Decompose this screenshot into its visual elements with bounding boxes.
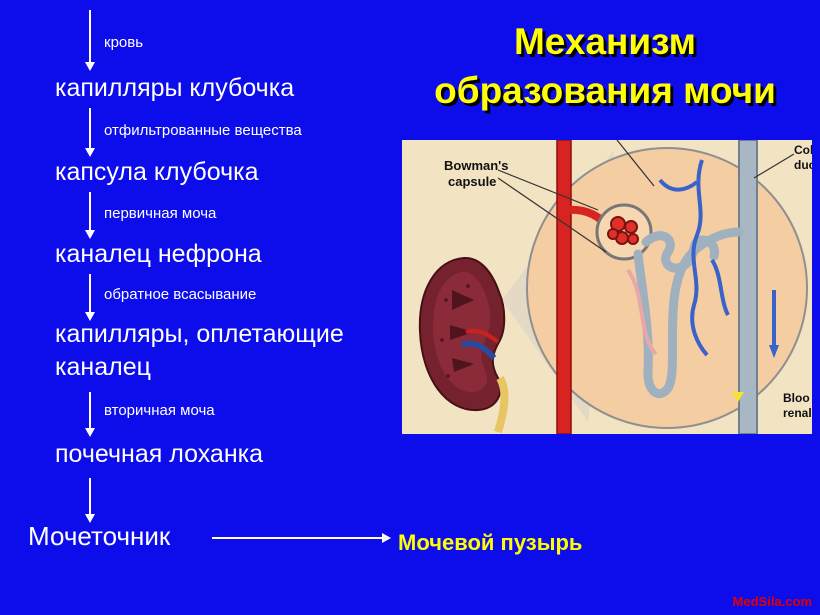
slide-title-line1: Механизм: [513, 21, 696, 62]
flow-arrow-label-filtered-substances: отфильтрованные вещества: [104, 122, 302, 139]
watermark: MedSila.com: [732, 594, 812, 609]
flow-node-ureter: Мочеточник: [28, 521, 171, 551]
flow-arrow-label-blood: кровь: [104, 34, 144, 51]
nephron-diagram-panel: Bowman's capsule Col duc Bloo renal: [402, 140, 812, 434]
collecting-duct: [738, 140, 758, 434]
kidney-illustration: [418, 256, 509, 434]
blood-renal-label-line2: renal: [783, 406, 812, 420]
blue-arrow-icon: [769, 345, 779, 358]
flow-node-bladder: Мочевой пузырь: [398, 530, 583, 555]
arrow-down-icon: [85, 478, 95, 523]
flow-node-glomerular-capillaries: капилляры клубочка: [55, 74, 295, 102]
flow-arrow-label-primary-urine: первичная моча: [104, 205, 217, 222]
arrow-down-icon: [85, 10, 95, 71]
nephron-diagram: Bowman's capsule Col duc Bloo renal: [402, 140, 812, 434]
nephron-tubule-illustration: [633, 227, 744, 398]
arrow-down-icon: [85, 274, 95, 321]
flow-node-renal-pelvis: почечная лоханка: [55, 440, 264, 468]
slide-title-line2: образования мочи: [434, 69, 776, 111]
bowmans-capsule-label-line1: Bowman's: [444, 158, 509, 173]
arrow-down-icon: [85, 392, 95, 437]
flow-arrow-label-reabsorption: обратное всасывание: [104, 286, 257, 303]
collecting-duct-label-line1: Col: [794, 143, 812, 157]
blood-renal-label-line1: Bloo: [783, 391, 810, 405]
arrow-down-icon: [85, 192, 95, 239]
flow-node-nephron-tubule: каналец нефрона: [55, 240, 262, 268]
pointer-lines: [497, 140, 795, 253]
bowmans-capsule-illustration: [595, 203, 653, 261]
bowmans-capsule-label-line2: capsule: [448, 174, 496, 189]
yellow-arrow-icon: [732, 392, 744, 402]
collecting-duct-label-line2: duc: [794, 158, 812, 172]
flow-node-peritubular-capillaries: капилляры, оплетающие каналец: [55, 320, 344, 381]
flow-arrow-label-secondary-urine: вторичная моча: [104, 402, 215, 419]
slide-title: Механизм образования мочи: [395, 18, 815, 116]
peritubular-capillary: [626, 268, 658, 356]
arrow-right-icon: [212, 533, 391, 543]
flow-node-glomerular-capsule: капсула клубочка: [55, 158, 259, 186]
renal-vein-vessels: [658, 159, 776, 357]
arrow-down-icon: [85, 108, 95, 157]
